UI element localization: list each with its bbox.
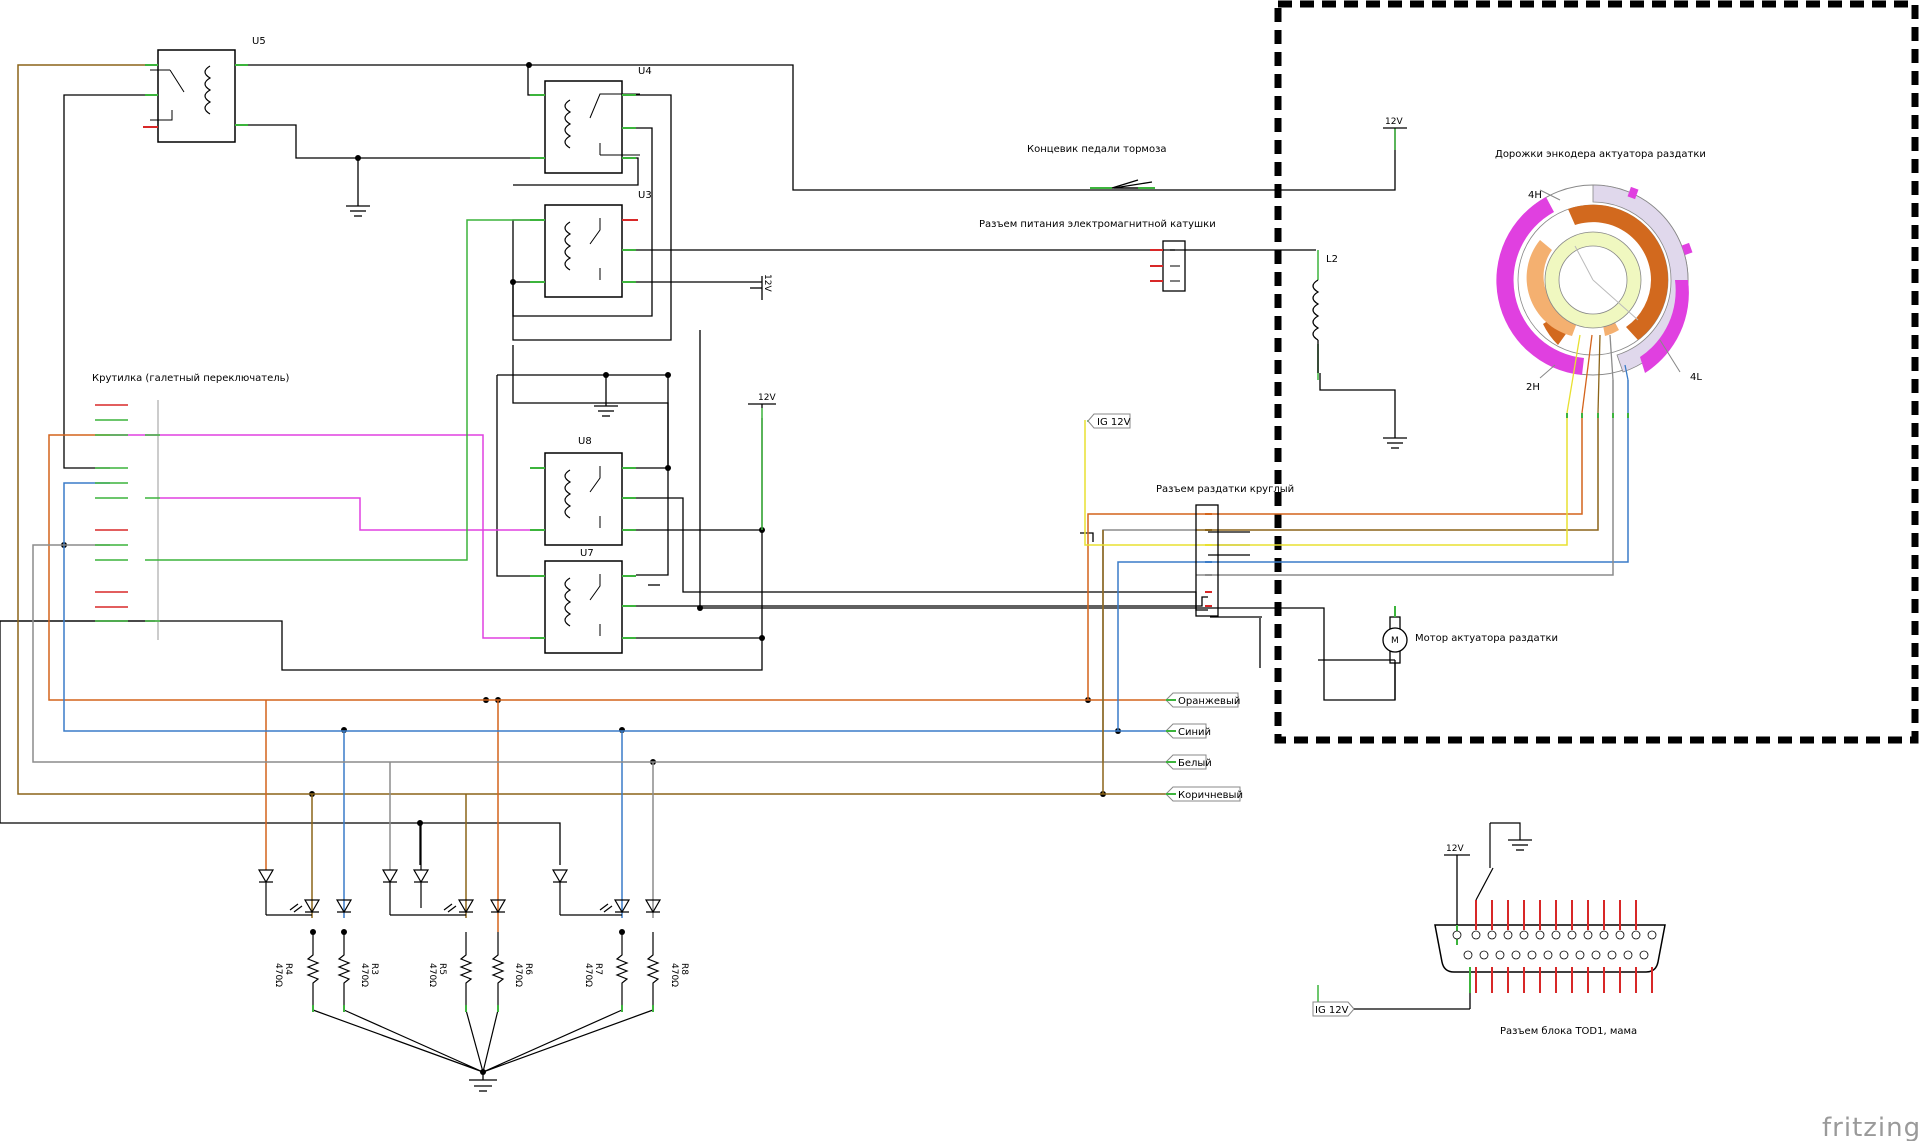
round-connector-label: Разъем раздатки круглый (1156, 484, 1294, 495)
power-12v-label: 12V (1385, 117, 1403, 127)
ground-symbol (346, 200, 1532, 1092)
power-12v-symbols (748, 127, 1470, 925)
relay-u8[interactable] (530, 452, 636, 546)
resistor-ref: R8 (679, 963, 689, 975)
transfer-case-boundary (1274, 0, 1919, 744)
relay-u3[interactable] (530, 204, 638, 298)
encoder-label: Дорожки энкодера актуатора раздатки (1495, 149, 1706, 160)
wire-tag-blue[interactable]: Синий (1165, 723, 1211, 739)
u8-label: U8 (578, 436, 592, 447)
ig-12v-tag[interactable]: IG 12V (1087, 413, 1131, 429)
resistor-labels: R4 470Ω R3 470Ω R5 470Ω R6 470Ω R7 470Ω … (273, 963, 689, 987)
u5-label: U5 (252, 36, 266, 47)
inductor-l2[interactable] (1312, 279, 1320, 373)
resistor-green-leads (312, 1005, 654, 1012)
resistor-ref: R5 (437, 963, 447, 975)
tod1-connector[interactable] (1434, 822, 1666, 993)
diodes-leds (257, 823, 662, 916)
motor-symbol: M (1391, 636, 1399, 646)
ig-12v-label: IG 12V (1097, 417, 1131, 428)
resistor-value: 470Ω (669, 963, 679, 987)
relay-u4[interactable] (530, 80, 640, 174)
coil-connector[interactable] (1150, 240, 1186, 292)
colored-wiring (17, 64, 1629, 1008)
relay-u5[interactable] (143, 49, 248, 143)
switch-label: Крутилка (галетный переключатель) (92, 373, 290, 384)
power-12v-label: 12V (1446, 844, 1464, 854)
u7-label: U7 (580, 548, 594, 559)
junction-dots (61, 62, 1121, 1075)
actuator-motor[interactable]: M (1382, 606, 1408, 700)
resistor-value: 470Ω (359, 963, 369, 987)
resistor-value: 470Ω (583, 963, 593, 987)
resistor-ref: R6 (523, 963, 533, 975)
wire-tag-label: Синий (1178, 727, 1211, 738)
resistors (306, 932, 660, 1073)
tod1-label: Разъем блока TOD1, мама (1500, 1026, 1637, 1037)
resistor-ref: R4 (283, 963, 293, 975)
resistor-value: 470Ω (427, 963, 437, 987)
fritzing-watermark: fritzing (1822, 1113, 1920, 1141)
resistor-value: 470Ω (513, 963, 523, 987)
u3-label: U3 (638, 190, 652, 201)
power-12v-label: 12V (758, 393, 776, 403)
encoder-4l-label: 4L (1690, 372, 1702, 383)
ig-12v-tag-tod[interactable]: IG 12V (1312, 970, 1471, 1017)
relay-u7[interactable] (530, 560, 636, 654)
wire-tag-label: Коричневый (1178, 790, 1243, 801)
l2-label: L2 (1326, 254, 1338, 265)
wire-tag-label: Оранжевый (1178, 696, 1240, 707)
coil-connector-label: Разъем питания электромагнитной катушки (979, 219, 1216, 230)
black-wiring (0, 64, 1396, 865)
encoder-disk[interactable] (1496, 184, 1693, 418)
wire-tag-brown[interactable]: Коричневый (1165, 786, 1243, 802)
wire-tag-white[interactable]: Белый (1165, 754, 1212, 770)
u4-label: U4 (638, 66, 652, 77)
power-12v-label: 12V (762, 274, 772, 292)
wire-tag-orange[interactable]: Оранжевый (1165, 692, 1240, 708)
encoder-4h-label: 4H (1528, 190, 1542, 201)
rotary-switch[interactable] (95, 400, 160, 640)
wire-tag-label: Белый (1178, 758, 1212, 769)
resistor-value: 470Ω (273, 963, 283, 987)
resistor-ref: R3 (369, 963, 379, 975)
encoder-2h-label: 2H (1526, 382, 1540, 393)
motor-label: Мотор актуатора раздатки (1415, 633, 1558, 644)
brake-pedal-switch[interactable] (1090, 179, 1155, 189)
ig-12v-label: IG 12V (1315, 1005, 1349, 1016)
resistor-ref: R7 (593, 963, 603, 975)
round-connector[interactable] (1195, 504, 1219, 617)
brake-switch-label: Концевик педали тормоза (1027, 144, 1167, 155)
